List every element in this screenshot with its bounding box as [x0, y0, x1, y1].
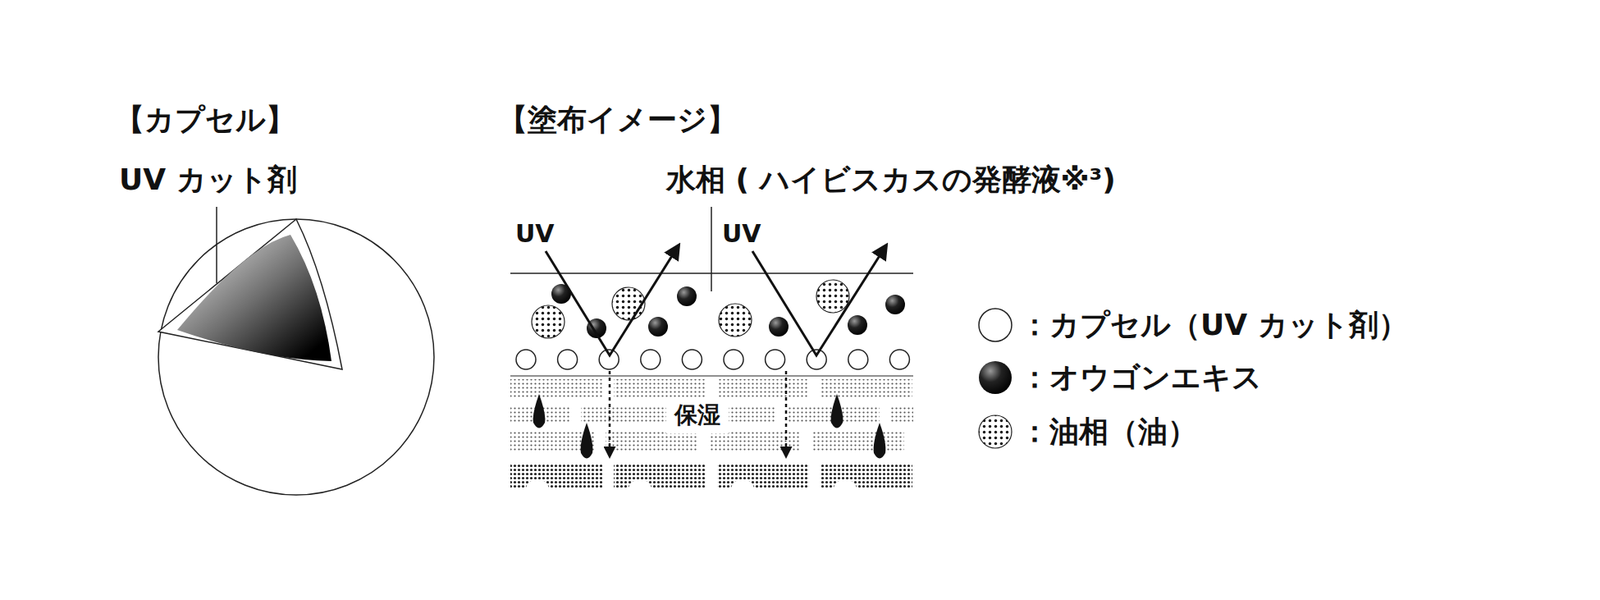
skin-cell: [510, 379, 603, 398]
skin-cell: [605, 431, 698, 452]
extract-sample: [978, 361, 1012, 394]
layer-label: 水相 ( ハイビスカスの発酵液※³): [666, 162, 1116, 197]
skin-cell: [820, 464, 913, 490]
capsule: [516, 349, 536, 370]
capsule-sample: [978, 308, 1012, 342]
legend-text: ：オウゴンエキス: [1019, 360, 1262, 394]
oil-droplet: [612, 287, 645, 320]
section-heading: 【塗布イメージ】: [498, 102, 737, 137]
skin-notch: [731, 479, 755, 499]
legend-swatch: [975, 305, 1015, 345]
skin-cell: [613, 379, 706, 398]
skin-notch: [525, 479, 549, 499]
extract-ball: [885, 294, 906, 315]
skin-cell: [717, 464, 810, 490]
legend-swatch: [975, 357, 1015, 398]
label-patch: [666, 398, 729, 434]
section-heading: 【カプセル】: [114, 102, 296, 137]
skin-cell: [717, 379, 810, 398]
effect-label: 保湿: [672, 402, 723, 429]
oil-droplet: [531, 305, 565, 339]
extract-ball: [847, 315, 868, 335]
oil-droplet: [718, 303, 752, 337]
extract-ball: [676, 286, 697, 307]
skin-cell: [812, 431, 905, 452]
capsule: [681, 349, 702, 370]
extract-ball: [648, 316, 668, 337]
skin-cell: [580, 405, 673, 424]
skin-cell: [820, 379, 913, 398]
capsule: [557, 349, 578, 370]
oil-droplet: [816, 279, 850, 313]
capsule: [848, 349, 869, 370]
skin-notch: [628, 479, 652, 499]
capsule: [889, 349, 910, 370]
uv-label: UV: [722, 219, 762, 249]
legend-text: ：カプセル（UV カット剤）: [1019, 307, 1408, 342]
capsule: [806, 349, 827, 370]
uv-label: UV: [515, 219, 555, 249]
application-figure: [510, 206, 914, 499]
capsule: [640, 349, 661, 370]
extract-ball: [768, 316, 789, 337]
legend-text: ：油相（油）: [1019, 414, 1198, 448]
capsule: [723, 349, 744, 370]
oil-sample: [978, 415, 1012, 448]
skin-cell: [708, 431, 801, 452]
skin-cell: [891, 405, 914, 424]
skin-cell: [510, 464, 603, 490]
skin-notch: [833, 479, 857, 499]
capsule: [765, 349, 786, 370]
component-label: UV カット剤: [118, 162, 298, 197]
skin-cell: [613, 464, 706, 490]
legend-swatch: [975, 411, 1015, 452]
capsule-figure: [158, 206, 435, 495]
